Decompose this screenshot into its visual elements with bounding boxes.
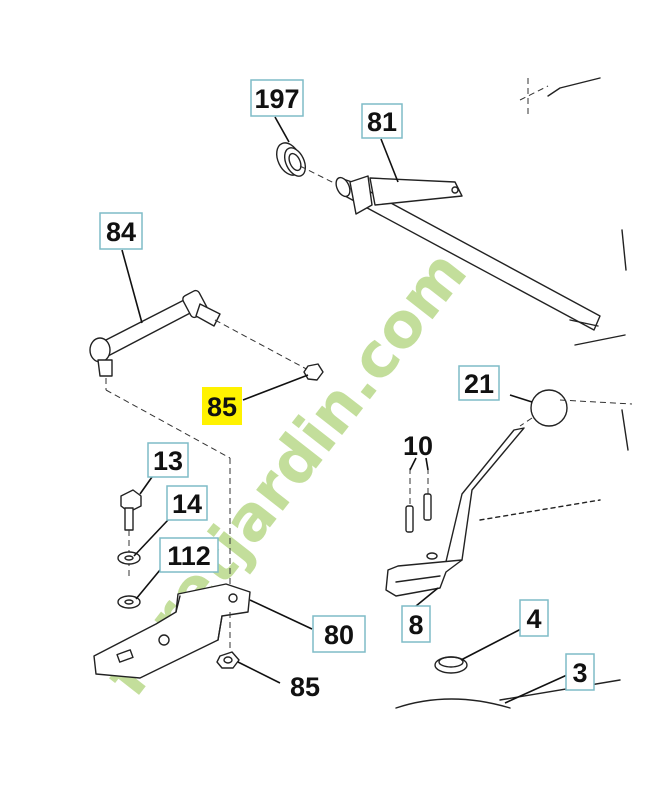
callout-4: 4 — [519, 599, 549, 637]
callout-112-label: 112 — [167, 541, 211, 571]
part-10-pins — [405, 493, 432, 533]
callout-85a-label: 85 — [207, 392, 237, 422]
callout-85b-label: 85 — [290, 672, 320, 702]
part-21-knob — [530, 389, 568, 427]
part-85-nut-lower — [216, 651, 240, 669]
part-112-washer — [117, 595, 141, 609]
part-80-bracket — [93, 583, 251, 679]
callout-14-label: 14 — [172, 489, 202, 519]
callout-3-label: 3 — [572, 658, 587, 688]
callout-14: 14 — [166, 485, 208, 521]
callout-84-label: 84 — [106, 217, 136, 247]
callout-80-label: 80 — [324, 620, 354, 650]
part-8-lever — [385, 427, 525, 597]
callout-84: 84 — [99, 212, 143, 250]
part-3-cover — [395, 698, 511, 709]
callout-80: 80 — [312, 615, 366, 653]
leader-lines — [121, 116, 568, 704]
part-4-clip — [434, 656, 468, 674]
callout-10-label: 10 — [403, 431, 433, 461]
callout-81-label: 81 — [367, 107, 397, 137]
callout-10: 10 — [403, 431, 433, 461]
callout-8: 8 — [401, 605, 431, 643]
part-13-bolt — [120, 489, 142, 531]
callout-13: 13 — [147, 442, 189, 478]
callout-85-lower: 85 — [290, 672, 320, 702]
callout-3: 3 — [565, 653, 595, 691]
callout-81: 81 — [361, 103, 403, 139]
part-81-shaft — [335, 175, 601, 331]
callout-85-highlighted: 85 — [202, 387, 242, 425]
callout-197: 197 — [250, 79, 304, 117]
callout-197-label: 197 — [254, 84, 299, 114]
part-84-link-rod — [89, 289, 221, 377]
callout-13-label: 13 — [153, 446, 183, 476]
callout-21-label: 21 — [464, 369, 494, 399]
part-197-bushing — [276, 142, 307, 177]
part-85-nut-upper — [303, 363, 324, 381]
callout-112: 112 — [159, 537, 219, 573]
callout-21: 21 — [458, 365, 500, 401]
callout-8-label: 8 — [408, 610, 423, 640]
callout-4-label: 4 — [526, 604, 541, 634]
